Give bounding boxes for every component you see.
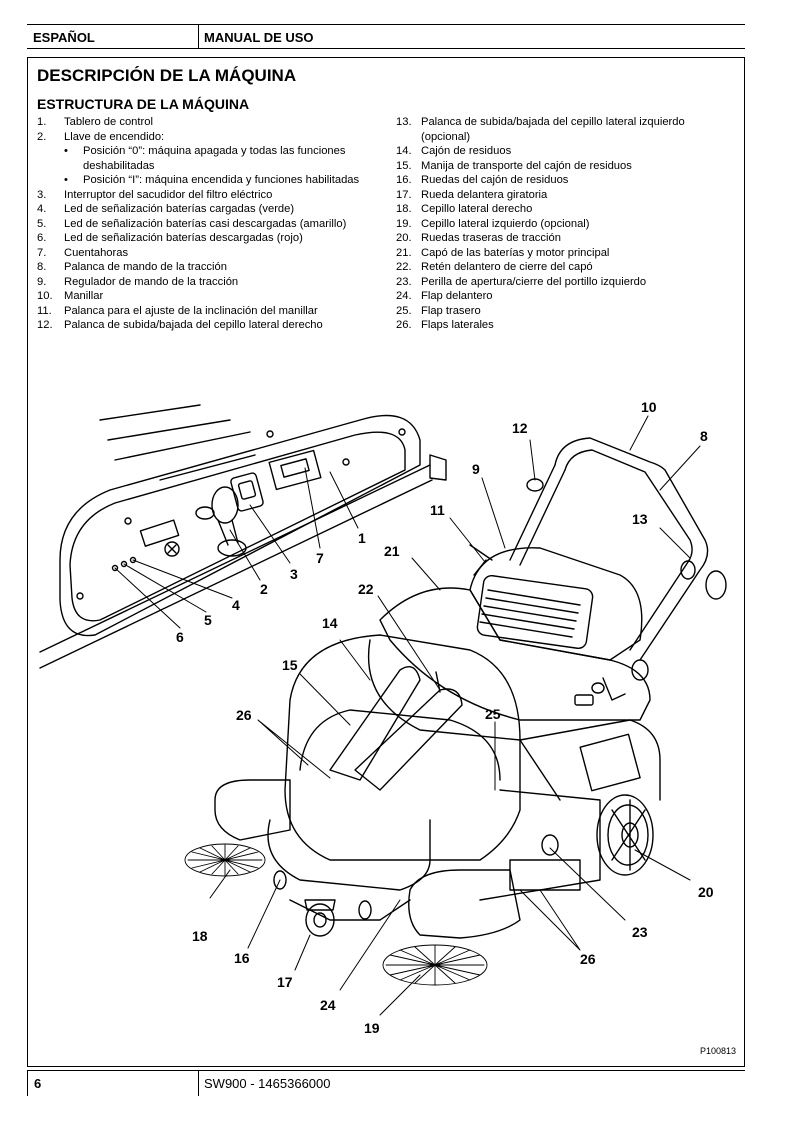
callout-6: 6 — [176, 629, 184, 645]
callout-3: 3 — [290, 566, 298, 582]
list-item: 19.Cepillo lateral izquierdo (opcional) — [396, 217, 590, 230]
list-item: 3.Interruptor del sacudidor del filtro e… — [37, 188, 273, 201]
document-code: SW900 - 1465366000 — [204, 1076, 331, 1091]
list-item: 24.Flap delantero — [396, 290, 493, 302]
callout-4: 4 — [232, 597, 240, 613]
list-item: 18.Cepillo lateral derecho — [396, 203, 533, 215]
list-item: 16.Ruedas del cajón de residuos — [396, 174, 569, 186]
callout-26-side: 26 — [580, 951, 596, 967]
callout-13: 13 — [632, 511, 648, 527]
callout-10: 10 — [641, 399, 657, 415]
list-item-continuation: deshabilitadas — [83, 159, 155, 172]
list-item-bullet: •Posición “I”: máquina encendida y funci… — [64, 174, 360, 186]
footer-left-edge — [27, 1070, 28, 1096]
list-item: 6.Led de señalización baterías descargad… — [37, 232, 303, 244]
section-subtitle: ESTRUCTURA DE LA MÁQUINA — [37, 96, 250, 112]
list-item: 21.Capó de las baterías y motor principa… — [396, 246, 610, 259]
header-bottom-rule — [27, 48, 745, 49]
callout-20: 20 — [698, 884, 714, 900]
content-frame — [27, 57, 745, 1067]
list-item: 14.Cajón de residuos — [396, 145, 512, 157]
footer-divider — [198, 1070, 199, 1096]
list-item: 22.Retén delantero de cierre del capó — [396, 261, 593, 273]
control-panel-illustration — [39, 404, 447, 669]
component-list-left: 1.Tablero de control 2.Llave de encendid… — [37, 115, 387, 333]
figure-code: P100813 — [700, 1046, 737, 1056]
page-title: DESCRIPCIÓN DE LA MÁQUINA — [37, 66, 297, 85]
callout-23: 23 — [632, 924, 648, 940]
callout-21: 21 — [384, 543, 400, 559]
list-item-continuation: (opcional) — [421, 130, 471, 143]
list-item: 26.Flaps laterales — [396, 319, 494, 331]
list-item: 11.Palanca para el ajuste de la inclinac… — [37, 304, 318, 317]
callout-1: 1 — [358, 530, 366, 546]
list-item: 12.Palanca de subida/bajada del cepillo … — [37, 319, 323, 331]
list-item-bullet: •Posición “0”: máquina apagada y todas l… — [64, 145, 346, 157]
callout-12: 12 — [512, 420, 528, 436]
callout-8: 8 — [700, 428, 708, 444]
callout-24: 24 — [320, 997, 336, 1013]
list-item: 2.Llave de encendido: — [37, 130, 165, 143]
list-item: 13.Palanca de subida/bajada del cepillo … — [396, 116, 685, 128]
callout-18: 18 — [192, 928, 208, 944]
callout-15: 15 — [282, 657, 298, 673]
header-top-rule — [27, 24, 745, 25]
list-item: 20.Ruedas traseras de tracción — [396, 232, 561, 244]
list-item: 8.Palanca de mando de la tracción — [37, 261, 227, 273]
header-divider — [198, 24, 199, 48]
callout-5: 5 — [204, 612, 212, 628]
sweeper-illustration — [184, 437, 727, 986]
list-item: 15.Manija de transporte del cajón de res… — [396, 159, 632, 172]
list-item: 1.Tablero de control — [37, 116, 153, 128]
callout-26-front: 26 — [236, 707, 252, 723]
list-item: 4.Led de señalización baterías cargadas … — [37, 203, 295, 215]
list-item: 17.Rueda delantera giratoria — [396, 188, 548, 201]
footer-rule — [27, 1070, 745, 1071]
callout-7: 7 — [316, 550, 324, 566]
callout-22: 22 — [358, 581, 374, 597]
header-language: ESPAÑOL — [33, 30, 95, 45]
list-item: 25.Flap trasero — [396, 304, 481, 317]
callout-19: 19 — [364, 1020, 380, 1036]
callout-25: 25 — [485, 706, 501, 722]
list-item: 7.Cuentahoras — [37, 246, 129, 259]
list-item: 5.Led de señalización baterías casi desc… — [37, 217, 347, 230]
callout-14: 14 — [322, 615, 338, 631]
component-list-right: 13.Palanca de subida/bajada del cepillo … — [396, 115, 736, 333]
page-number: 6 — [34, 1076, 42, 1091]
list-item: 23.Perilla de apertura/cierre del portil… — [396, 275, 647, 288]
callout-2: 2 — [260, 581, 268, 597]
callout-11: 11 — [430, 502, 445, 518]
header-section: MANUAL DE USO — [204, 30, 314, 45]
list-item: 10.Manillar — [37, 290, 104, 302]
machine-diagram: 10 12 8 9 11 13 1 3 7 2 4 21 5 22 6 14 1… — [39, 399, 727, 1036]
leader-lines — [114, 415, 701, 1016]
callout-17: 17 — [277, 974, 293, 990]
callout-9: 9 — [472, 461, 480, 477]
callout-16: 16 — [234, 950, 250, 966]
list-item: 9.Regulador de mando de la tracción — [37, 275, 239, 288]
